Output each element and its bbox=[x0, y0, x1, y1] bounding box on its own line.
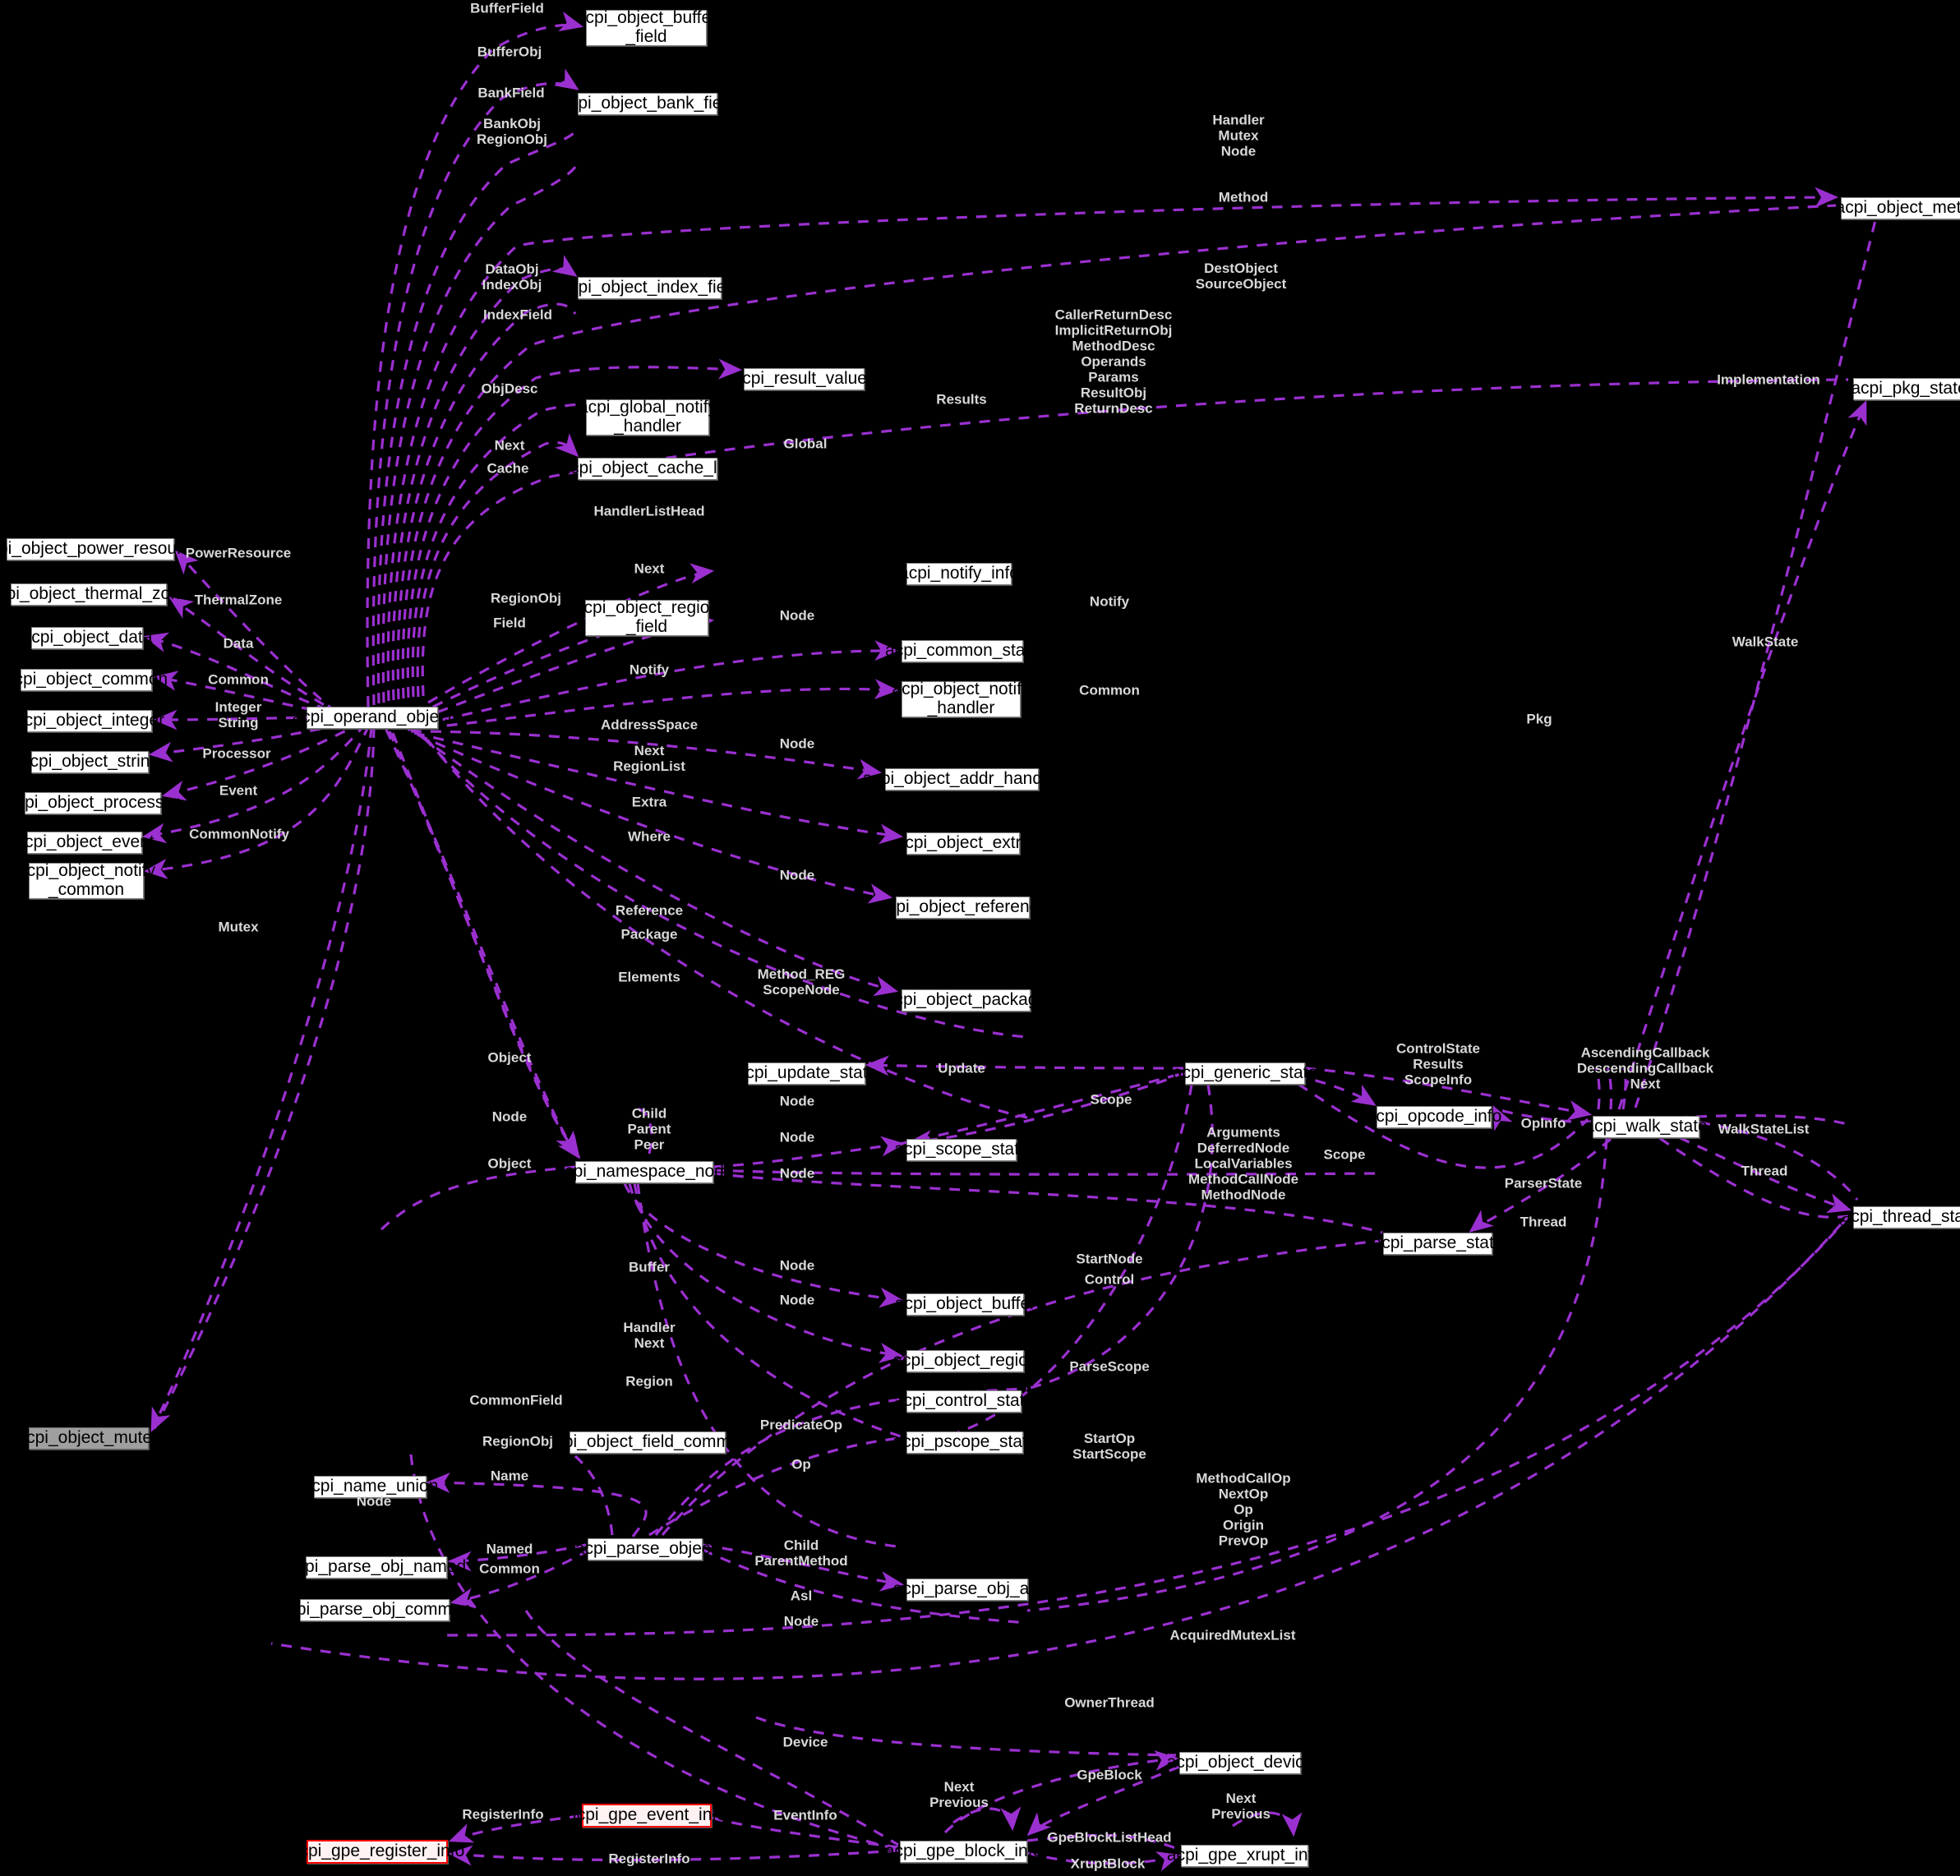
node-acpi-object-event[interactable]: acpi_object_event bbox=[15, 832, 154, 854]
node-acpi-result-values[interactable]: acpi_result_values bbox=[733, 368, 875, 390]
node-acpi-operand-object[interactable]: acpi_operand_object bbox=[293, 707, 453, 729]
node-acpi-object-data[interactable]: acpi_object_data bbox=[22, 627, 152, 649]
node-acpi-opcode-info[interactable]: acpi_opcode_info bbox=[1367, 1106, 1501, 1128]
node-acpi-parse-obj-asl[interactable]: acpi_parse_obj_asl bbox=[893, 1579, 1041, 1601]
node-acpi-object-region[interactable]: acpi_object_region bbox=[892, 1350, 1038, 1372]
node-acpi-gpe-register-info[interactable]: acpi_gpe_register_info bbox=[290, 1840, 464, 1864]
node-acpi-object-integer[interactable]: acpi_object_integer bbox=[15, 710, 164, 732]
node-acpi-object-mutex[interactable]: acpi_object_mutex bbox=[16, 1427, 161, 1450]
node-acpi-name-union[interactable]: acpi_name_union bbox=[302, 1476, 438, 1498]
node-acpi-generic-state[interactable]: acpi_generic_state bbox=[1173, 1062, 1317, 1085]
node-acpi-namespace-node[interactable]: acpi_namespace_node bbox=[555, 1161, 734, 1183]
node-acpi-walk-state[interactable]: acpi_walk_state bbox=[1584, 1116, 1708, 1138]
node-acpi-object-package[interactable]: acpi_object_package bbox=[885, 989, 1047, 1012]
node-acpi-object-power-resource[interactable]: acpi_object_power_resource bbox=[0, 538, 201, 560]
node-acpi-pkg-state[interactable]: acpi_pkg_state bbox=[1851, 378, 1960, 400]
node-acpi-object-buffer[interactable]: acpi_object_buffer bbox=[895, 1293, 1035, 1316]
node-acpi-object-thermal-zone[interactable]: acpi_object_thermal_zone bbox=[0, 583, 190, 606]
node-acpi-object-addr-handler[interactable]: acpi_object_addr_handler bbox=[863, 768, 1061, 791]
node-acpi-update-state[interactable]: acpi_update_state bbox=[736, 1062, 877, 1085]
node-acpi-object-string[interactable]: acpi_object_string bbox=[21, 751, 159, 773]
node-acpi-gpe-block-info[interactable]: acpi_gpe_block_info bbox=[885, 1841, 1042, 1863]
node-acpi-gpe-event-info[interactable]: acpi_gpe_event_info bbox=[567, 1804, 726, 1828]
node-acpi-object-notify-common[interactable]: acpi_object_notify _common bbox=[16, 861, 156, 899]
node-acpi-object-region-field[interactable]: acpi_object_region _field bbox=[574, 598, 720, 636]
node-acpi-object-cache-list[interactable]: acpi_object_cache_list bbox=[560, 458, 735, 480]
node-acpi-thread-state[interactable]: acpi_thread_state bbox=[1842, 1206, 1960, 1228]
node-acpi-scope-state[interactable]: acpi_scope_state bbox=[894, 1139, 1029, 1161]
node-acpi-common-state[interactable]: acpi_common_state bbox=[885, 640, 1040, 662]
node-acpi-object-index-field[interactable]: acpi_object_index_field bbox=[560, 277, 740, 299]
node-acpi-object-notify-handler[interactable]: acpi_object_notify _handler bbox=[892, 680, 1031, 717]
node-acpi-gpe-xrupt-info[interactable]: acpi_gpe_xrupt_info bbox=[1167, 1845, 1322, 1867]
node-acpi-object-bank-field[interactable]: acpi_object_bank_field bbox=[560, 93, 736, 115]
node-acpi-parse-obj-named[interactable]: acpi_parse_obj_named bbox=[287, 1556, 466, 1579]
node-acpi-parse-state[interactable]: acpi_parse_state bbox=[1372, 1233, 1503, 1255]
node-acpi-object-method[interactable]: acpi_object_method bbox=[1836, 197, 1960, 219]
node-acpi-object-device[interactable]: acpi_object_device bbox=[1167, 1752, 1313, 1774]
node-acpi-pscope-state[interactable]: acpi_pscope_state bbox=[892, 1431, 1037, 1454]
node-acpi-parse-obj-common[interactable]: acpi_parse_obj_common bbox=[279, 1599, 471, 1621]
node-acpi-object-buffer-field[interactable]: acpi_object_buffer _field bbox=[575, 8, 717, 46]
node-acpi-parse-object[interactable]: acpi_parse_object bbox=[575, 1538, 715, 1560]
node-acpi-object-field-common[interactable]: acpi_object_field_common bbox=[546, 1431, 749, 1454]
node-acpi-object-extra[interactable]: acpi_object_extra bbox=[896, 832, 1031, 855]
node-acpi-global-notify-handler[interactable]: acpi_global_notify _handler bbox=[578, 398, 717, 436]
node-acpi-notify-info[interactable]: acpi_notify_info bbox=[899, 563, 1019, 585]
node-acpi-object-common[interactable]: acpi_object_common bbox=[5, 669, 168, 691]
node-acpi-object-reference[interactable]: acpi_object_reference bbox=[878, 897, 1048, 919]
node-acpi-object-processor[interactable]: acpi_object_processor bbox=[7, 792, 179, 814]
node-acpi-control-state[interactable]: acpi_control_state bbox=[894, 1390, 1034, 1413]
